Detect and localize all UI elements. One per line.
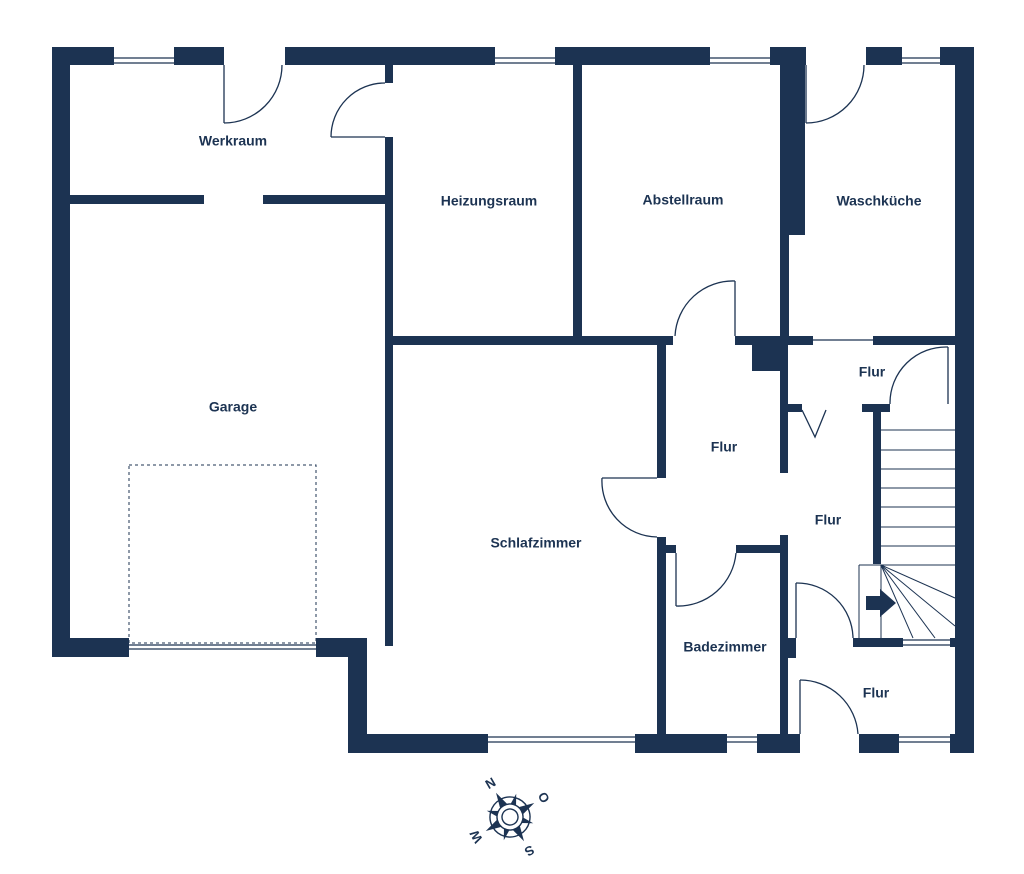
wall-werkraum-garage-left <box>70 195 204 204</box>
pillar <box>752 345 780 371</box>
outer-wall-bottom-2 <box>635 734 727 753</box>
wall-stair-bottom <box>853 638 903 647</box>
room-label-flur-bottom: Flur <box>863 685 890 701</box>
room-label-badezimmer: Badezimmer <box>683 639 767 655</box>
outer-wall-top-5 <box>770 47 806 65</box>
flur-v-mark <box>801 409 827 439</box>
wall-stair-left <box>873 412 881 564</box>
door-schlafzimmer <box>601 477 658 538</box>
wall-stair-bottom-right <box>950 638 955 647</box>
outer-wall-bottom-1 <box>348 734 488 753</box>
room-label-schlafzimmer: Schlafzimmer <box>490 535 582 551</box>
wall-vertical-left-upper <box>385 65 393 83</box>
wall-below-wasch-right <box>873 336 955 345</box>
door-waschkueche-exterior <box>805 64 865 124</box>
wall-bad-right <box>780 535 788 734</box>
door-werkraum-exterior <box>223 64 283 124</box>
window-stair <box>903 639 950 646</box>
room-labels: Werkraum Heizungsraum Abstellraum Waschk… <box>199 133 922 701</box>
staircase <box>858 429 956 639</box>
outer-wall-bottom-5 <box>950 734 974 753</box>
room-label-garage: Garage <box>209 399 257 415</box>
room-label-flur-top: Flur <box>859 364 886 380</box>
room-label-flur-right: Flur <box>815 512 842 528</box>
window-abstell <box>710 57 770 64</box>
window-heizung <box>495 57 555 64</box>
compass-rose-icon: N O S W <box>466 774 553 859</box>
garage-door-line <box>129 644 316 650</box>
wall-above-schlafzimmer <box>393 336 673 345</box>
outer-wall-right <box>955 47 974 753</box>
window-wasch <box>902 57 940 64</box>
door-flur-stair <box>889 346 949 405</box>
door-abstellraum <box>674 280 736 337</box>
wall-flur-bottom-left <box>788 638 796 658</box>
wall-werkraum-garage-right <box>263 195 393 204</box>
outer-wall-step <box>348 638 367 753</box>
outer-wall-bottom-4 <box>859 734 899 753</box>
garage-wall-bottom-left <box>52 638 129 657</box>
wall-abstell-wasch <box>780 65 789 345</box>
wall-bad-top-left <box>666 545 676 553</box>
room-label-waschkueche: Waschküche <box>836 193 921 209</box>
outer-wall-bottom-3 <box>757 734 800 753</box>
outer-wall-top-6 <box>866 47 902 65</box>
outer-wall-top-1 <box>52 47 114 65</box>
room-label-abstellraum: Abstellraum <box>643 192 724 208</box>
wall-above-flur <box>735 336 789 345</box>
wall-flur-small-2 <box>862 404 890 412</box>
door-front <box>799 679 859 735</box>
wall-wasch-thick <box>789 65 805 235</box>
outer-wall-left <box>52 47 70 657</box>
room-label-flur-mid: Flur <box>711 439 738 455</box>
door-flur-lower <box>795 582 854 639</box>
garage-car-outline <box>128 464 317 644</box>
room-label-heizungsraum: Heizungsraum <box>441 193 537 209</box>
door-badezimmer <box>675 552 737 607</box>
arrow-right-icon <box>866 589 896 617</box>
windows <box>114 57 950 743</box>
compass-letter-w: W <box>466 827 485 846</box>
window-werkraum <box>114 57 174 64</box>
window-flur-bottom <box>899 736 950 743</box>
window-schlafzimmer <box>488 736 635 743</box>
wall-bad-top-right <box>736 545 788 553</box>
compass-letter-s: S <box>522 842 537 859</box>
wall-schlaf-flur-upper <box>657 345 666 478</box>
wall-flur-small-1 <box>788 404 802 412</box>
room-label-werkraum: Werkraum <box>199 133 267 149</box>
outer-wall-top-4 <box>555 47 710 65</box>
door-heizungsraum <box>330 82 386 138</box>
outer-wall-top-3 <box>285 47 495 65</box>
outer-wall-top-2 <box>174 47 224 65</box>
walls <box>52 47 974 753</box>
wall-flur-mid-upper <box>780 345 788 473</box>
doors <box>223 64 949 735</box>
window-badezimmer <box>727 736 757 743</box>
wall-schlaf-flur-lower <box>657 537 666 734</box>
wall-below-wasch-left <box>789 336 813 345</box>
wall-vertical-left <box>385 137 393 646</box>
compass-letter-o: O <box>535 789 553 805</box>
compass-letter-n: N <box>483 774 499 792</box>
wall-heizung-abstell <box>573 65 582 344</box>
